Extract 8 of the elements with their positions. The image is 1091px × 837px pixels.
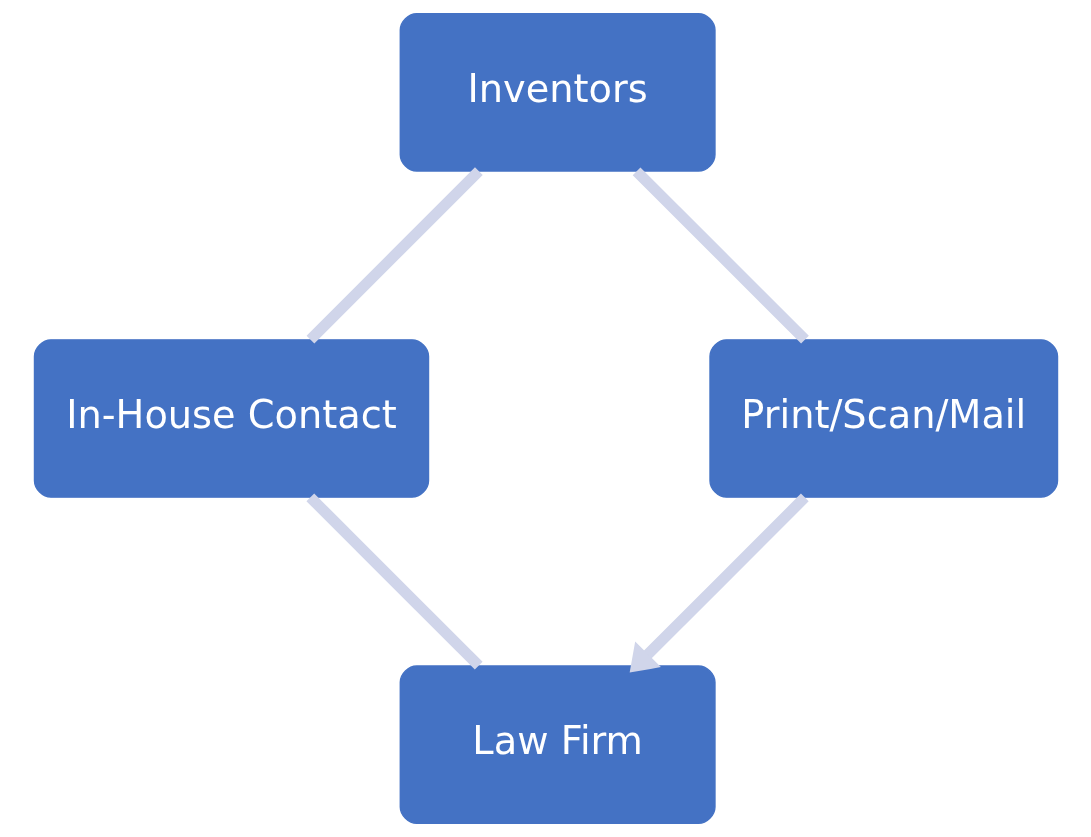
connector	[305, 493, 483, 670]
connector	[632, 167, 809, 344]
node-box: Inventors	[399, 13, 716, 172]
node-box: Print/Scan/Mail	[708, 339, 1058, 498]
arrow	[629, 493, 809, 673]
node-box: Law Firm	[399, 665, 716, 824]
connector	[306, 167, 483, 344]
node-box: In-House Contact	[33, 339, 429, 498]
